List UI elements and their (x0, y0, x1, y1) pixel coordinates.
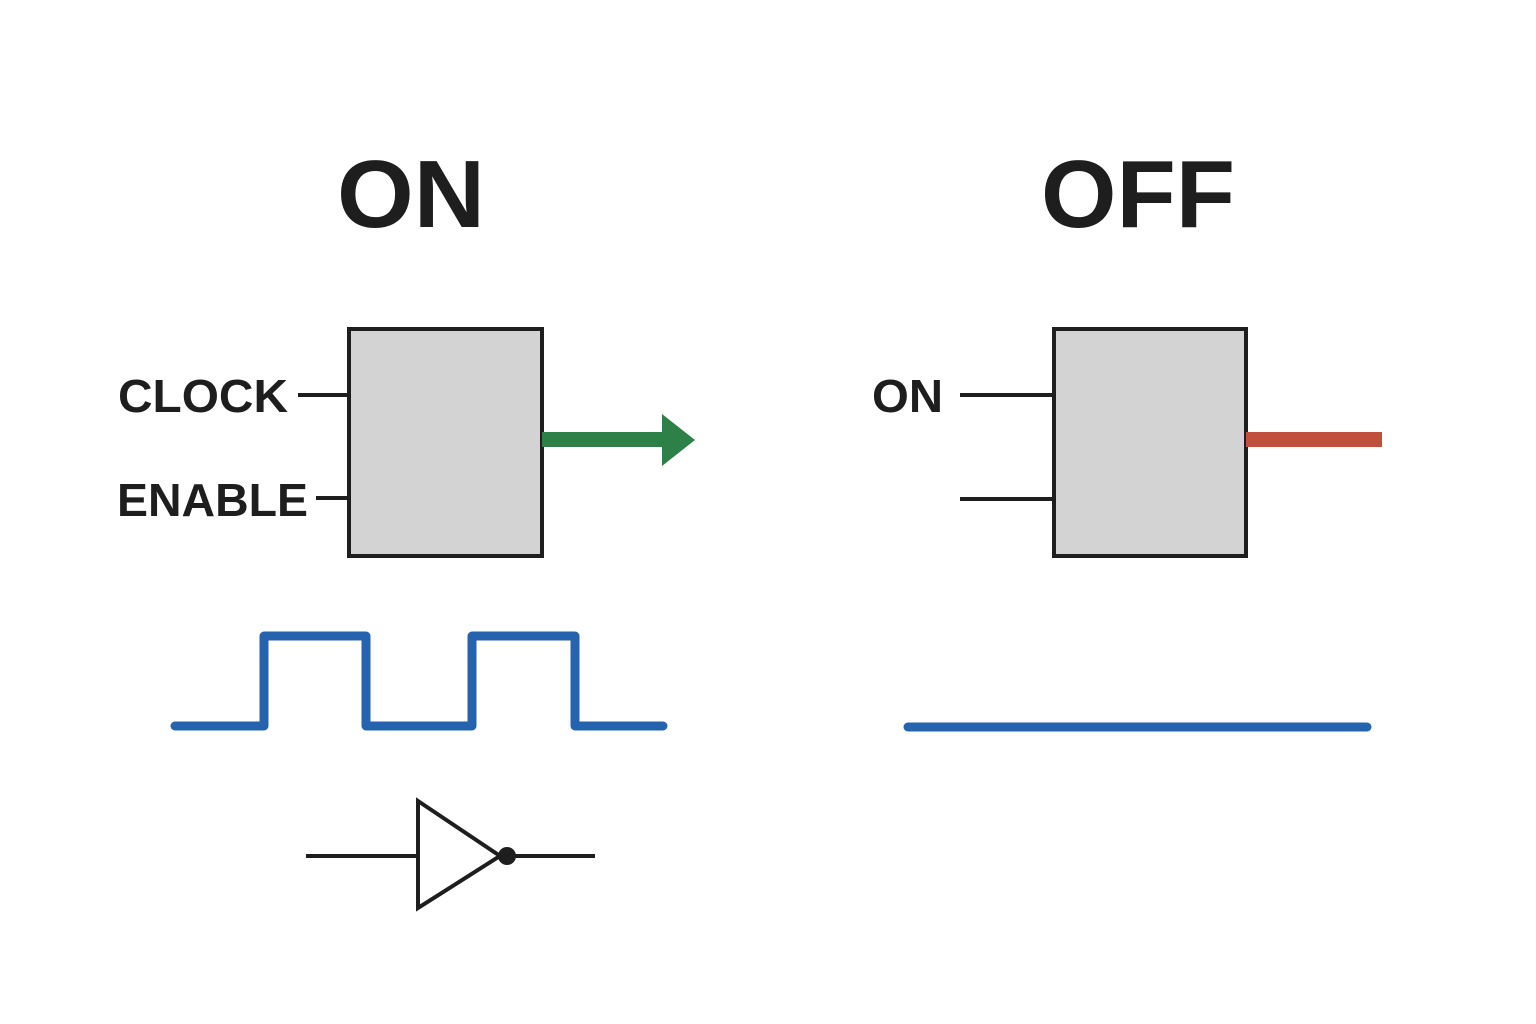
off-block (1052, 327, 1248, 558)
on-title: ON (337, 141, 485, 248)
inverter-icon (306, 797, 595, 912)
on-panel: ON CLOCK ENABLE (117, 141, 695, 912)
on-input-label: ON (872, 370, 943, 422)
enable-label: ENABLE (117, 474, 308, 526)
clock-waveform (170, 631, 668, 731)
on-block (347, 327, 544, 558)
off-output-bar (1246, 432, 1382, 447)
on-output-arrow-icon (542, 414, 695, 466)
off-panel: OFF ON (872, 141, 1382, 732)
off-title: OFF (1041, 141, 1235, 248)
clock-label: CLOCK (118, 370, 288, 422)
